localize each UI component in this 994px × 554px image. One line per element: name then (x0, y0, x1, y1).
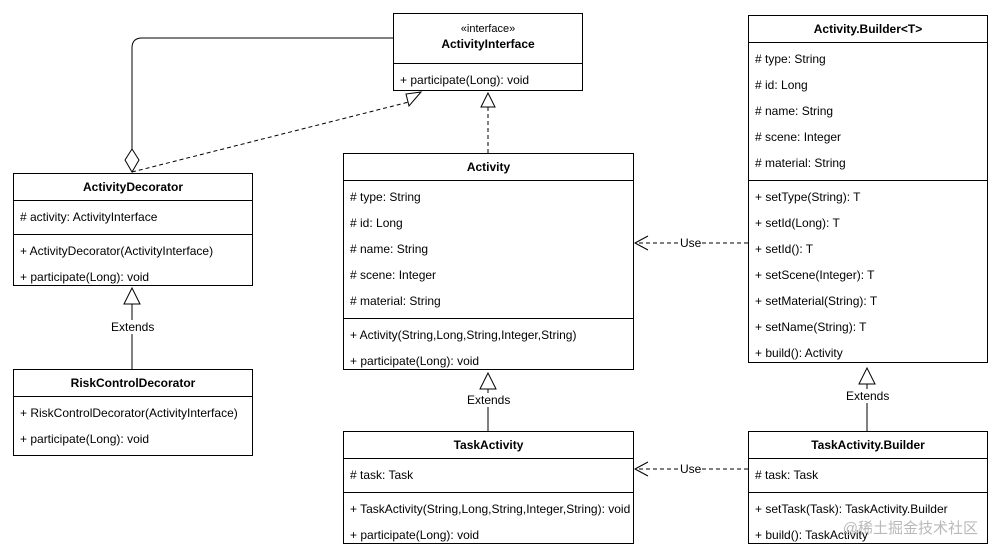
attribute-row: # id: Long (350, 216, 403, 230)
methods-section: + TaskActivity(String,Long,String,Intege… (344, 493, 633, 548)
method-row: + setMaterial(String): T (755, 294, 878, 308)
extends-label-task: Extends (466, 393, 512, 407)
class-task-activity: TaskActivity # task: Task + TaskActivity… (343, 431, 634, 544)
methods-section: + RiskControlDecorator(ActivityInterface… (14, 397, 252, 452)
realization-arrowhead-activity (480, 91, 496, 108)
attributes-section: # type: String # id: Long # name: String… (344, 181, 633, 319)
attribute-row: # name: String (755, 104, 834, 118)
class-activity-interface-header: «interface» ActivityInterface (394, 14, 582, 64)
class-activity: Activity # type: String # id: Long # nam… (343, 153, 634, 370)
class-task-activity-builder: TaskActivity.Builder # task: Task + setT… (748, 431, 988, 544)
use-label-task-builder: Use (679, 462, 703, 476)
dependency-arrowhead-builder (633, 235, 649, 251)
attributes-section: # activity: ActivityInterface (14, 201, 252, 235)
method-row: + setType(String): T (755, 190, 861, 204)
method-row: + RiskControlDecorator(ActivityInterface… (20, 406, 238, 420)
attribute-row: # type: String (350, 190, 421, 204)
attribute-row: # task: Task (755, 468, 819, 482)
class-name: Activity.Builder<T> (749, 16, 987, 43)
method-row: + build(): Activity (755, 346, 843, 360)
attribute-row: # id: Long (755, 78, 808, 92)
method-row: + setTask(Task): TaskActivity.Builder (755, 502, 948, 516)
stereotype-label: «interface» (460, 23, 516, 35)
generalization-arrowhead-builder (858, 366, 876, 385)
method-row: + build(): TaskActivity (755, 528, 868, 542)
attribute-row: # material: String (755, 156, 846, 170)
class-risk-control-decorator: RiskControlDecorator + RiskControlDecora… (13, 369, 253, 456)
extends-label-risk: Extends (110, 320, 156, 334)
class-activity-interface: «interface» ActivityInterface + particip… (393, 13, 583, 91)
method-row: + participate(Long): void (350, 528, 480, 542)
methods-section: + ActivityDecorator(ActivityInterface) +… (14, 235, 252, 290)
class-name: ActivityInterface (441, 37, 535, 51)
method-row: + participate(Long): void (350, 354, 480, 368)
attribute-row: # type: String (755, 52, 826, 66)
methods-section: + setType(String): T + setId(Long): T + … (749, 181, 987, 366)
attribute-row: # scene: Integer (755, 130, 842, 144)
attribute-row: # name: String (350, 242, 429, 256)
methods-section: + Activity(String,Long,String,Integer,St… (344, 319, 633, 374)
class-name: ActivityDecorator (14, 174, 252, 201)
class-name: TaskActivity (344, 432, 633, 459)
generalization-arrowhead-risk (123, 286, 141, 305)
method-row: + TaskActivity(String,Long,String,Intege… (350, 502, 631, 516)
realization-arrowhead-decorator (405, 91, 423, 108)
dependency-arrowhead-task-builder (633, 461, 649, 477)
attributes-section: # type: String # id: Long # name: String… (749, 43, 987, 181)
class-name: RiskControlDecorator (14, 370, 252, 397)
method-row: + Activity(String,Long,String,Integer,St… (350, 328, 577, 342)
method-row: + ActivityDecorator(ActivityInterface) (20, 244, 214, 258)
attributes-section: # task: Task (749, 459, 987, 493)
aggregation-diamond (124, 148, 140, 173)
attributes-section: # task: Task (344, 459, 633, 493)
watermark: @稀土掘金技术社区 (842, 520, 978, 537)
attribute-row: # scene: Integer (350, 268, 437, 282)
attribute-row: # task: Task (350, 468, 414, 482)
method-row: + setId(): T (755, 242, 814, 256)
attribute-row: # material: String (350, 294, 441, 308)
method-row: + setScene(Integer): T (755, 268, 875, 282)
extends-label-builder: Extends (845, 389, 891, 403)
attribute-row: # activity: ActivityInterface (20, 210, 158, 224)
realization-line-decorator (131, 101, 410, 173)
method-row: + participate(Long): void (400, 73, 530, 87)
methods-section: + setTask(Task): TaskActivity.Builder + … (749, 493, 987, 548)
use-label-builder: Use (679, 236, 703, 250)
class-name: TaskActivity.Builder (749, 432, 987, 459)
method-row: + setId(Long): T (755, 216, 840, 230)
class-name: Activity (344, 154, 633, 181)
method-row: + participate(Long): void (20, 270, 150, 284)
class-activity-decorator: ActivityDecorator # activity: ActivityIn… (13, 173, 253, 286)
class-activity-builder: Activity.Builder<T> # type: String # id:… (748, 15, 988, 363)
aggregation-line (131, 37, 393, 149)
method-row: + setName(String): T (755, 320, 867, 334)
methods-section: + participate(Long): void (394, 64, 582, 93)
method-row: + participate(Long): void (20, 432, 150, 446)
generalization-arrowhead-task (479, 371, 497, 390)
